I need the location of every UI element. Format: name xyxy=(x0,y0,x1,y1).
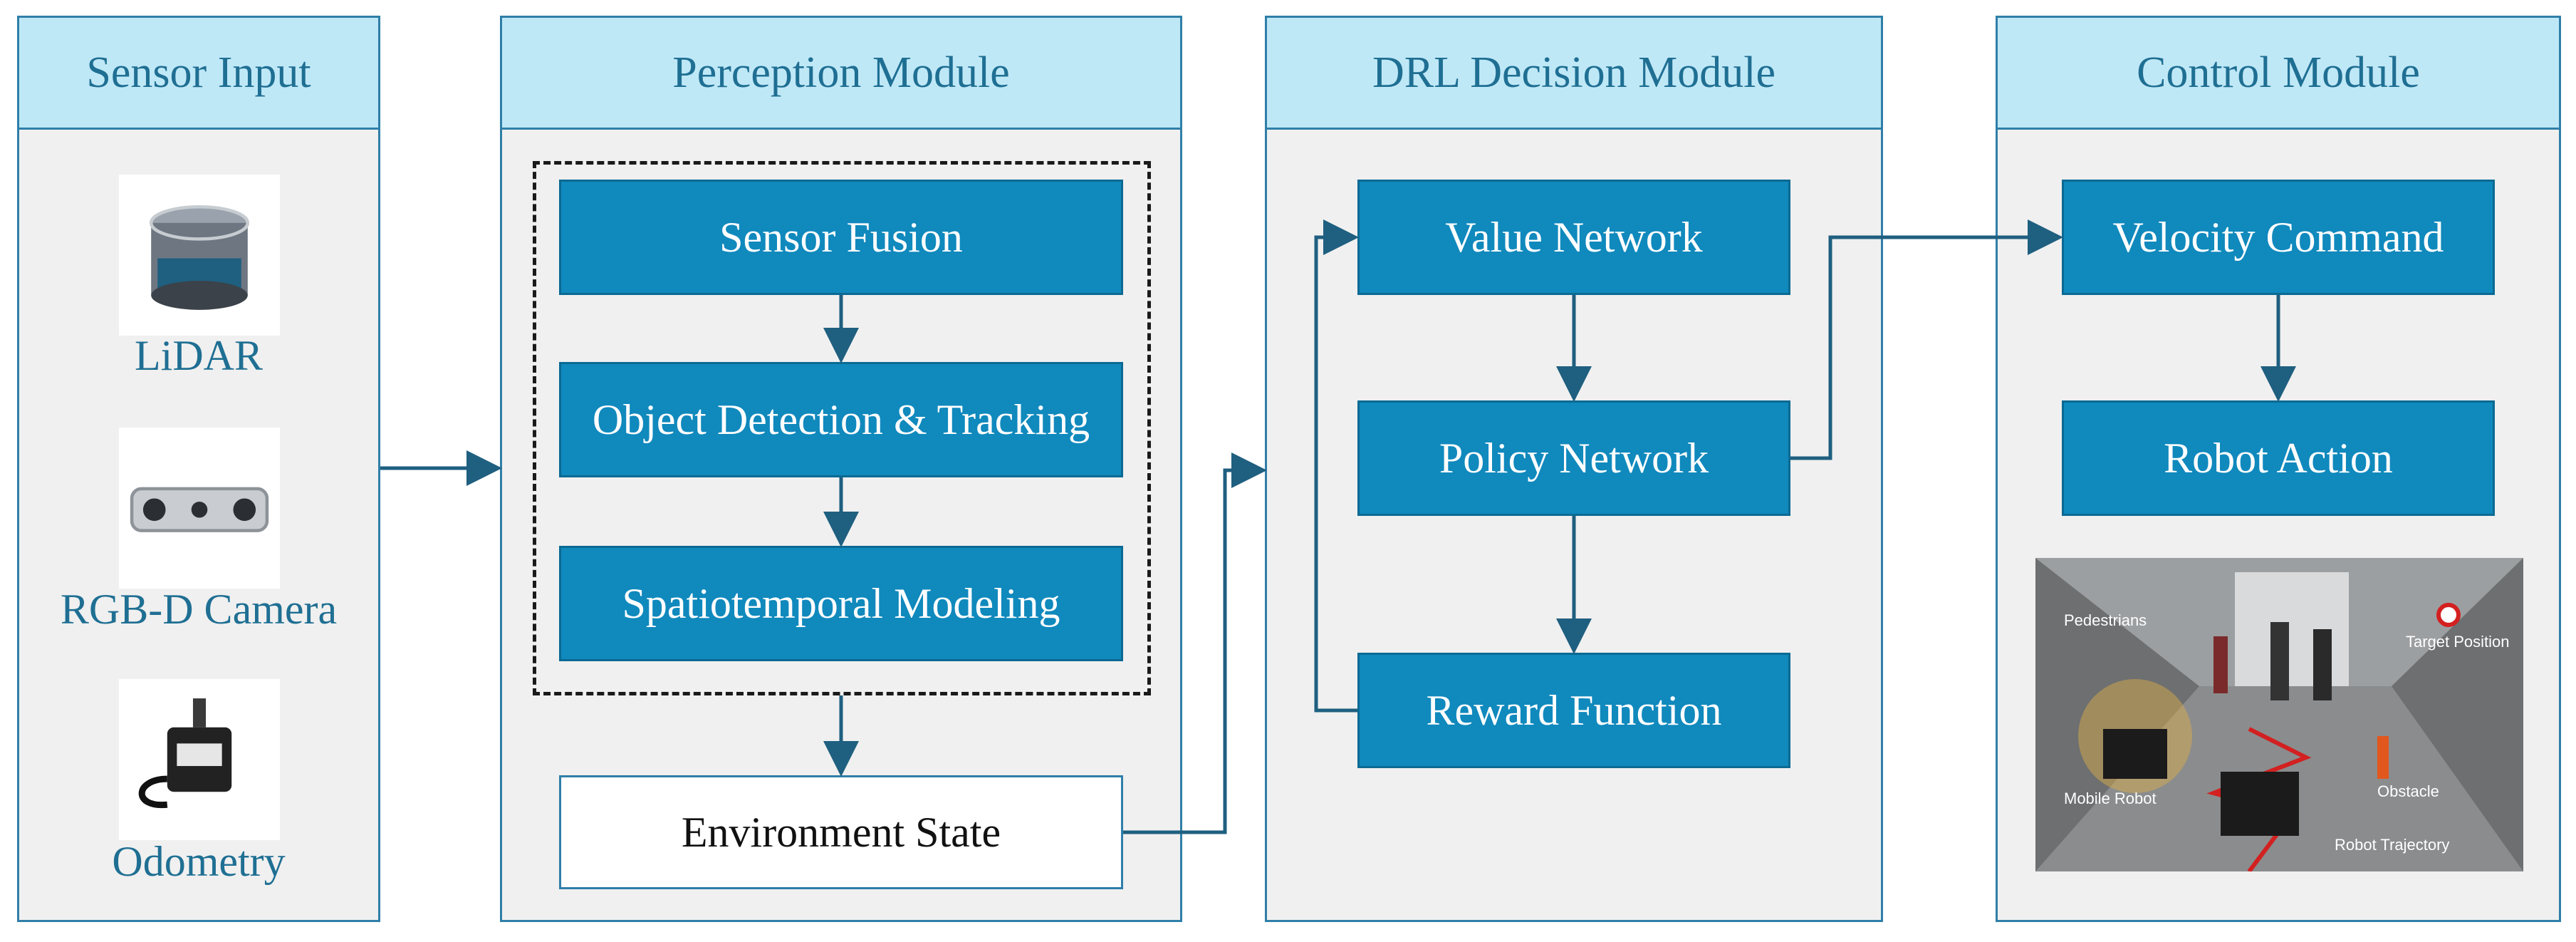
rgbd-camera-label: RGB-D Camera xyxy=(60,586,338,633)
sensor-input-title: Sensor Input xyxy=(19,18,378,130)
policy-network-box: Policy Network xyxy=(1357,400,1790,516)
arrow-reward-to-value xyxy=(1314,219,1359,713)
control-module-title: Control Module xyxy=(1998,18,2559,130)
rgbd-camera-image xyxy=(119,428,280,589)
sensor-input-panel: Sensor Input LiDAR RGB-D Camera Odometry xyxy=(17,16,380,922)
reward-function-box: Reward Function xyxy=(1357,653,1790,768)
odometry-image xyxy=(119,679,280,840)
arrow-policy-to-velocity xyxy=(1790,219,2063,460)
robot-action-box: Robot Action xyxy=(2062,400,2495,516)
sensor-fusion-box: Sensor Fusion xyxy=(559,180,1123,295)
value-network-box: Value Network xyxy=(1357,180,1790,295)
lidar-image xyxy=(119,175,280,336)
drl-decision-module-title: DRL Decision Module xyxy=(1267,18,1881,130)
pedestrians-label: Pedestrians xyxy=(2064,611,2147,629)
odometry-label: Odometry xyxy=(112,838,286,885)
arrow-environment-to-drl xyxy=(1123,452,1267,834)
object-detection-box: Object Detection & Tracking xyxy=(559,362,1123,477)
lidar-icon xyxy=(149,205,250,310)
perception-module-title: Perception Module xyxy=(502,18,1180,130)
camera-icon xyxy=(130,487,269,532)
encoder-icon xyxy=(138,698,232,809)
target-position-label: Target Position xyxy=(2406,633,2510,651)
perception-dashed-group xyxy=(533,161,1151,695)
robot-trajectory-label: Robot Trajectory xyxy=(2335,836,2449,854)
mobile-robot-label: Mobile Robot xyxy=(2064,790,2157,807)
lidar-label: LiDAR xyxy=(135,332,263,379)
spatiotemporal-modeling-box: Spatiotemporal Modeling xyxy=(559,546,1123,661)
obstacle-label: Obstacle xyxy=(2377,782,2439,800)
robot-corridor-photo: Pedestrians Target Position Mobile Robot… xyxy=(2035,558,2523,871)
